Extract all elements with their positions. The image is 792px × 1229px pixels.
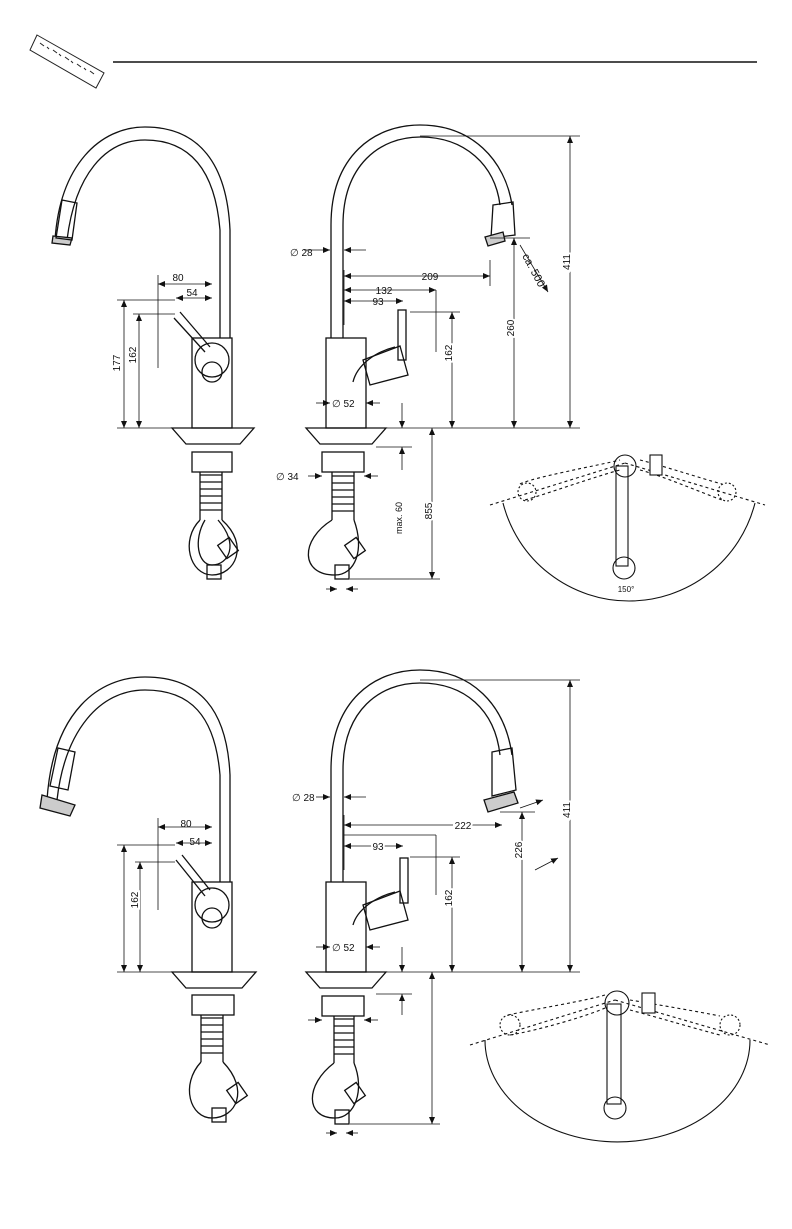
dim-side-162-top: 162 xyxy=(444,344,455,361)
dim-front-54: 54 xyxy=(186,288,198,299)
dim-front-54-bottom: 54 xyxy=(189,837,201,848)
rotation-angle-label-top: 150° xyxy=(618,585,635,594)
dim-front-80: 80 xyxy=(172,273,184,284)
side-view-top xyxy=(306,125,515,579)
dim-shank-diameter: ∅ 34 xyxy=(276,472,299,483)
dim-max-60: max. 60 xyxy=(394,502,404,534)
dim-body-diameter-bottom: ∅ 52 xyxy=(332,943,355,954)
dim-reach-93-bottom: 93 xyxy=(372,842,384,853)
dim-reach-93: 93 xyxy=(372,297,384,308)
swivel-view-top xyxy=(490,455,765,601)
dim-front-162: 162 xyxy=(128,346,139,363)
dim-front-80-bottom: 80 xyxy=(180,819,192,830)
dim-spout-diameter-bottom: ∅ 28 xyxy=(292,793,315,804)
dim-side-226: 226 xyxy=(514,841,525,858)
dim-front-177: 177 xyxy=(112,354,123,371)
ruler-icon xyxy=(30,35,104,88)
front-view-bottom xyxy=(40,677,256,1122)
dim-side-411-top: 411 xyxy=(562,254,573,270)
dim-spout-diameter-top: ∅ 28 xyxy=(290,248,313,259)
dim-side-411-bottom: 411 xyxy=(562,802,573,818)
dim-pull-out-500: ca. 500 xyxy=(519,252,547,290)
side-dimensions-top xyxy=(304,136,580,589)
dim-reach-209: 209 xyxy=(422,272,439,283)
dim-reach-132: 132 xyxy=(376,286,393,297)
front-view-top xyxy=(52,127,254,579)
dim-side-162-bottom: 162 xyxy=(444,889,455,906)
dim-front-162-bottom: 162 xyxy=(130,891,141,908)
dim-body-diameter-top: ∅ 52 xyxy=(332,399,355,410)
dim-855: 855 xyxy=(424,502,435,519)
dim-reach-222: 222 xyxy=(455,821,472,832)
dim-side-260: 260 xyxy=(506,319,517,336)
swivel-view-bottom xyxy=(470,991,770,1142)
